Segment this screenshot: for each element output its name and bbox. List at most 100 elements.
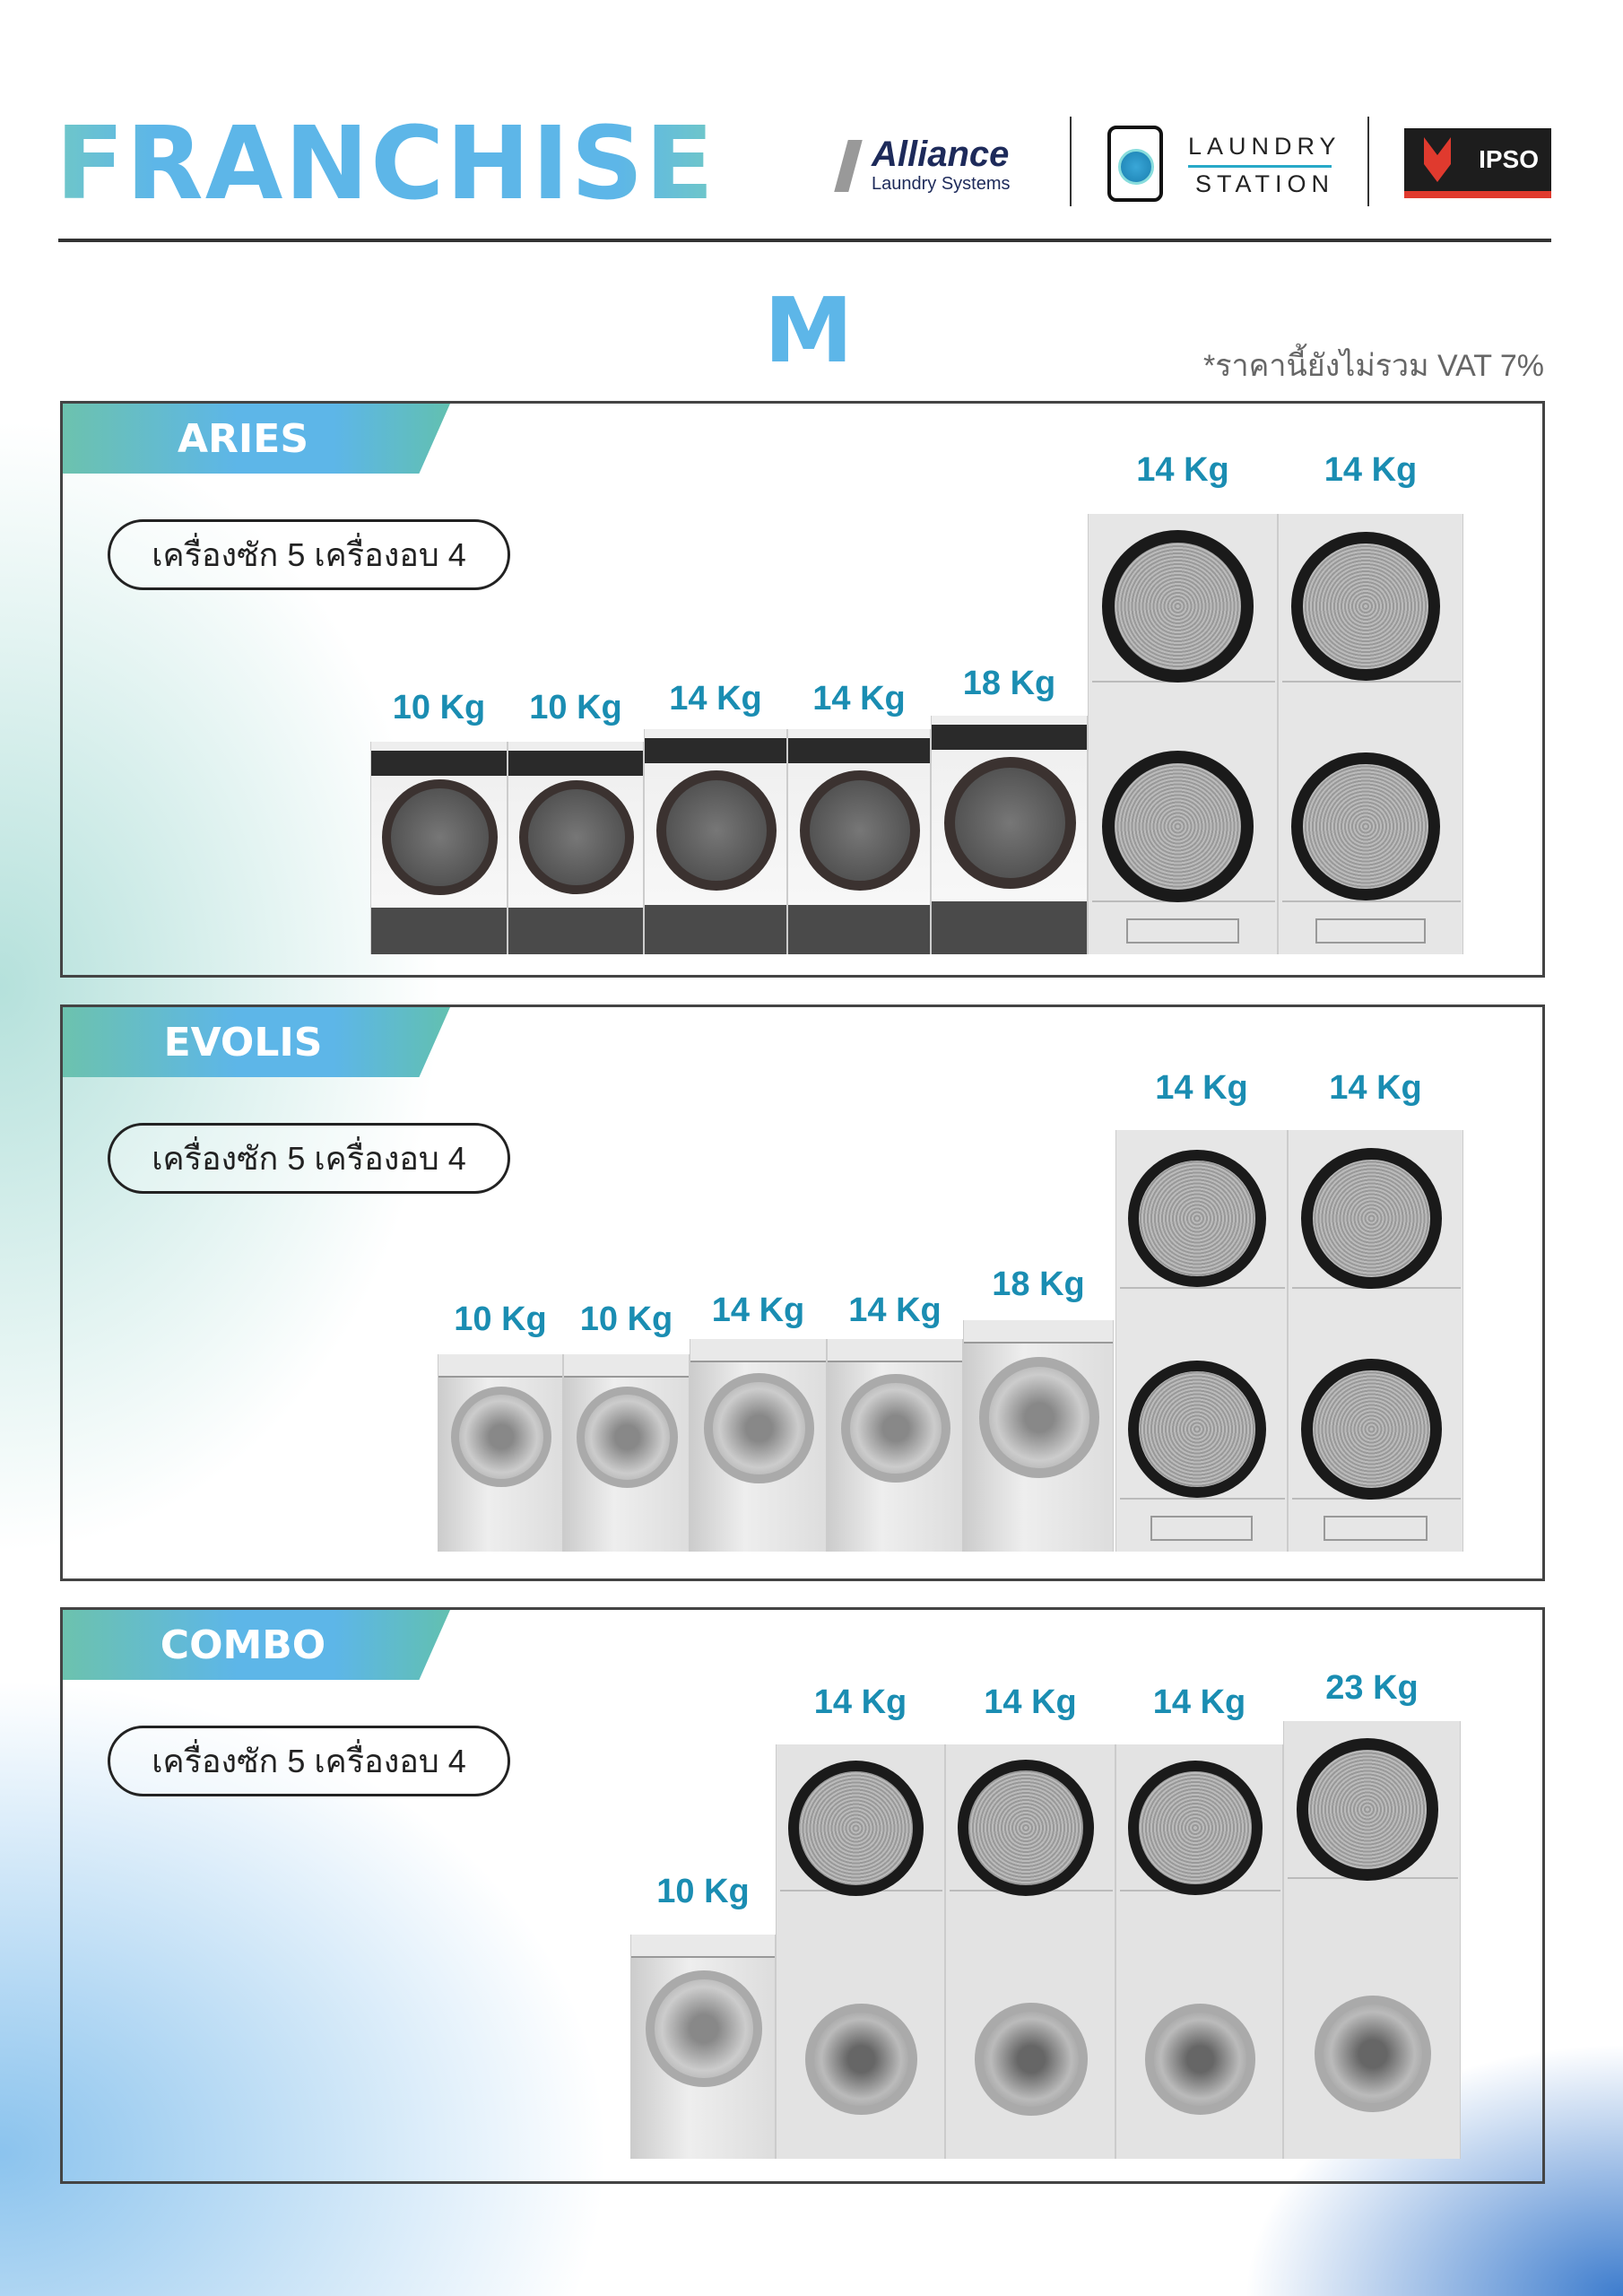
washer-door-icon — [655, 770, 777, 891]
washer-door-icon — [577, 1387, 678, 1488]
capacity-label: 14 Kg — [669, 680, 762, 718]
capacity-label: 10 Kg — [392, 689, 486, 726]
series-tab: ARIES — [63, 404, 450, 474]
washer — [370, 742, 508, 954]
control-panel — [371, 751, 507, 776]
ipso-name: IPSO — [1479, 145, 1539, 173]
capacity-label: 10 Kg — [529, 689, 622, 726]
control-panel — [1282, 900, 1461, 936]
capacity-label: 23 Kg — [1325, 1669, 1419, 1707]
capacity-label: 10 Kg — [656, 1873, 750, 1910]
washer-door-icon — [1314, 1995, 1432, 2113]
stacked-dryer — [1115, 1130, 1288, 1552]
base — [932, 901, 1087, 954]
washer-door-icon — [799, 770, 921, 891]
stacked-washer-dryer — [1283, 1721, 1461, 2159]
alliance-logo: Alliance Laundry Systems — [834, 135, 1040, 197]
capacity-label: 14 Kg — [813, 1683, 907, 1721]
dryer-door-icon — [1300, 1359, 1442, 1500]
alliance-sub: Laundry Systems — [872, 174, 1011, 194]
washer — [931, 716, 1088, 954]
control-panel — [1120, 1287, 1285, 1323]
washer — [963, 1320, 1114, 1552]
laundry-station-line1: LAUNDRY — [1188, 133, 1341, 160]
capacity-label: 14 Kg — [812, 680, 906, 718]
capacity-label: 14 Kg — [1324, 451, 1418, 489]
control-panel — [1292, 1287, 1461, 1323]
dryer-door-icon — [958, 1760, 1095, 1897]
vat-note: *ราคานี้ยังไม่รวม VAT 7% — [1203, 349, 1544, 383]
dryer-door-icon — [1291, 532, 1441, 681]
washer-door-icon — [519, 779, 634, 895]
capacity-label: 10 Kg — [579, 1300, 673, 1338]
section-aries: ARIES เครื่องซัก 5 เครื่องอบ 4 — [60, 401, 1545, 978]
stacked-washer-dryer — [776, 1744, 945, 2159]
washer — [508, 742, 644, 954]
section-combo: COMBO เครื่องซัก 5 เครื่องอบ 4 — [60, 1607, 1545, 2184]
stacked-dryer — [1088, 514, 1278, 954]
page-title: FRANCHISE — [56, 106, 716, 222]
capacity-label: 14 Kg — [1152, 1683, 1246, 1721]
capacity-label: 18 Kg — [992, 1265, 1085, 1303]
control-panel — [508, 751, 643, 776]
capacity-label: 14 Kg — [848, 1292, 942, 1329]
capacity-label: 18 Kg — [962, 665, 1056, 702]
washer — [690, 1339, 827, 1552]
stacked-washer-dryer — [945, 1744, 1115, 2159]
capacity-label: 14 Kg — [984, 1683, 1077, 1721]
stacked-dryer — [1278, 514, 1463, 954]
machine-count-pill: เครื่องซัก 5 เครื่องอบ 4 — [108, 519, 510, 590]
washer-door-icon — [841, 1373, 950, 1483]
alliance-mark-icon — [834, 140, 863, 192]
control-panel — [690, 1339, 826, 1362]
base — [645, 904, 786, 954]
capacity-label: 14 Kg — [1136, 451, 1229, 489]
lint-drawer — [1323, 1516, 1428, 1541]
dryer-door-icon — [1128, 1149, 1267, 1288]
dryer-door-icon — [1296, 1738, 1439, 1881]
control-panel — [1282, 680, 1461, 717]
ipso-logo: IPSO — [1404, 128, 1551, 198]
dryer-door-icon — [1291, 752, 1441, 901]
washer-door-icon — [975, 2003, 1088, 2116]
washer-door-icon — [451, 1387, 551, 1488]
divider — [1367, 117, 1369, 206]
washer-door-icon — [704, 1373, 814, 1483]
ipso-mark-icon — [1424, 137, 1451, 182]
dryer-door-icon — [1128, 1360, 1267, 1499]
dryer-door-icon — [1101, 750, 1254, 903]
washer — [827, 1339, 963, 1552]
laundry-station-line2: STATION — [1195, 170, 1334, 197]
package-label: M — [764, 278, 854, 383]
washing-machine-icon — [1107, 126, 1163, 202]
washer-door-icon — [944, 757, 1076, 890]
capacity-label: 10 Kg — [454, 1300, 547, 1338]
base — [788, 904, 930, 954]
header-rule — [58, 239, 1551, 242]
machine-count-pill: เครื่องซัก 5 เครื่องอบ 4 — [108, 1123, 510, 1194]
lint-drawer — [1126, 918, 1239, 944]
washer — [787, 729, 931, 954]
dryer-door-icon — [1300, 1148, 1442, 1290]
base — [371, 907, 507, 954]
base — [508, 907, 643, 954]
control-panel — [964, 1320, 1113, 1344]
capacity-label: 14 Kg — [1155, 1069, 1248, 1107]
machine-count-pill: เครื่องซัก 5 เครื่องอบ 4 — [108, 1726, 510, 1796]
dryer-door-icon — [1128, 1761, 1263, 1895]
control-panel — [788, 738, 930, 763]
divider — [1188, 165, 1332, 168]
series-tab: COMBO — [63, 1610, 450, 1680]
capacity-label: 14 Kg — [711, 1292, 805, 1329]
washer-door-icon — [1144, 2004, 1256, 2115]
washer-door-icon — [646, 1970, 762, 2087]
washer — [438, 1354, 563, 1552]
dryer-door-icon — [788, 1760, 924, 1896]
washer — [644, 729, 787, 954]
washer — [563, 1354, 690, 1552]
control-panel — [828, 1339, 962, 1362]
control-panel — [932, 725, 1087, 750]
control-panel — [438, 1354, 562, 1378]
washer-door-icon — [978, 1357, 1100, 1478]
capacity-label: 14 Kg — [1329, 1069, 1422, 1107]
